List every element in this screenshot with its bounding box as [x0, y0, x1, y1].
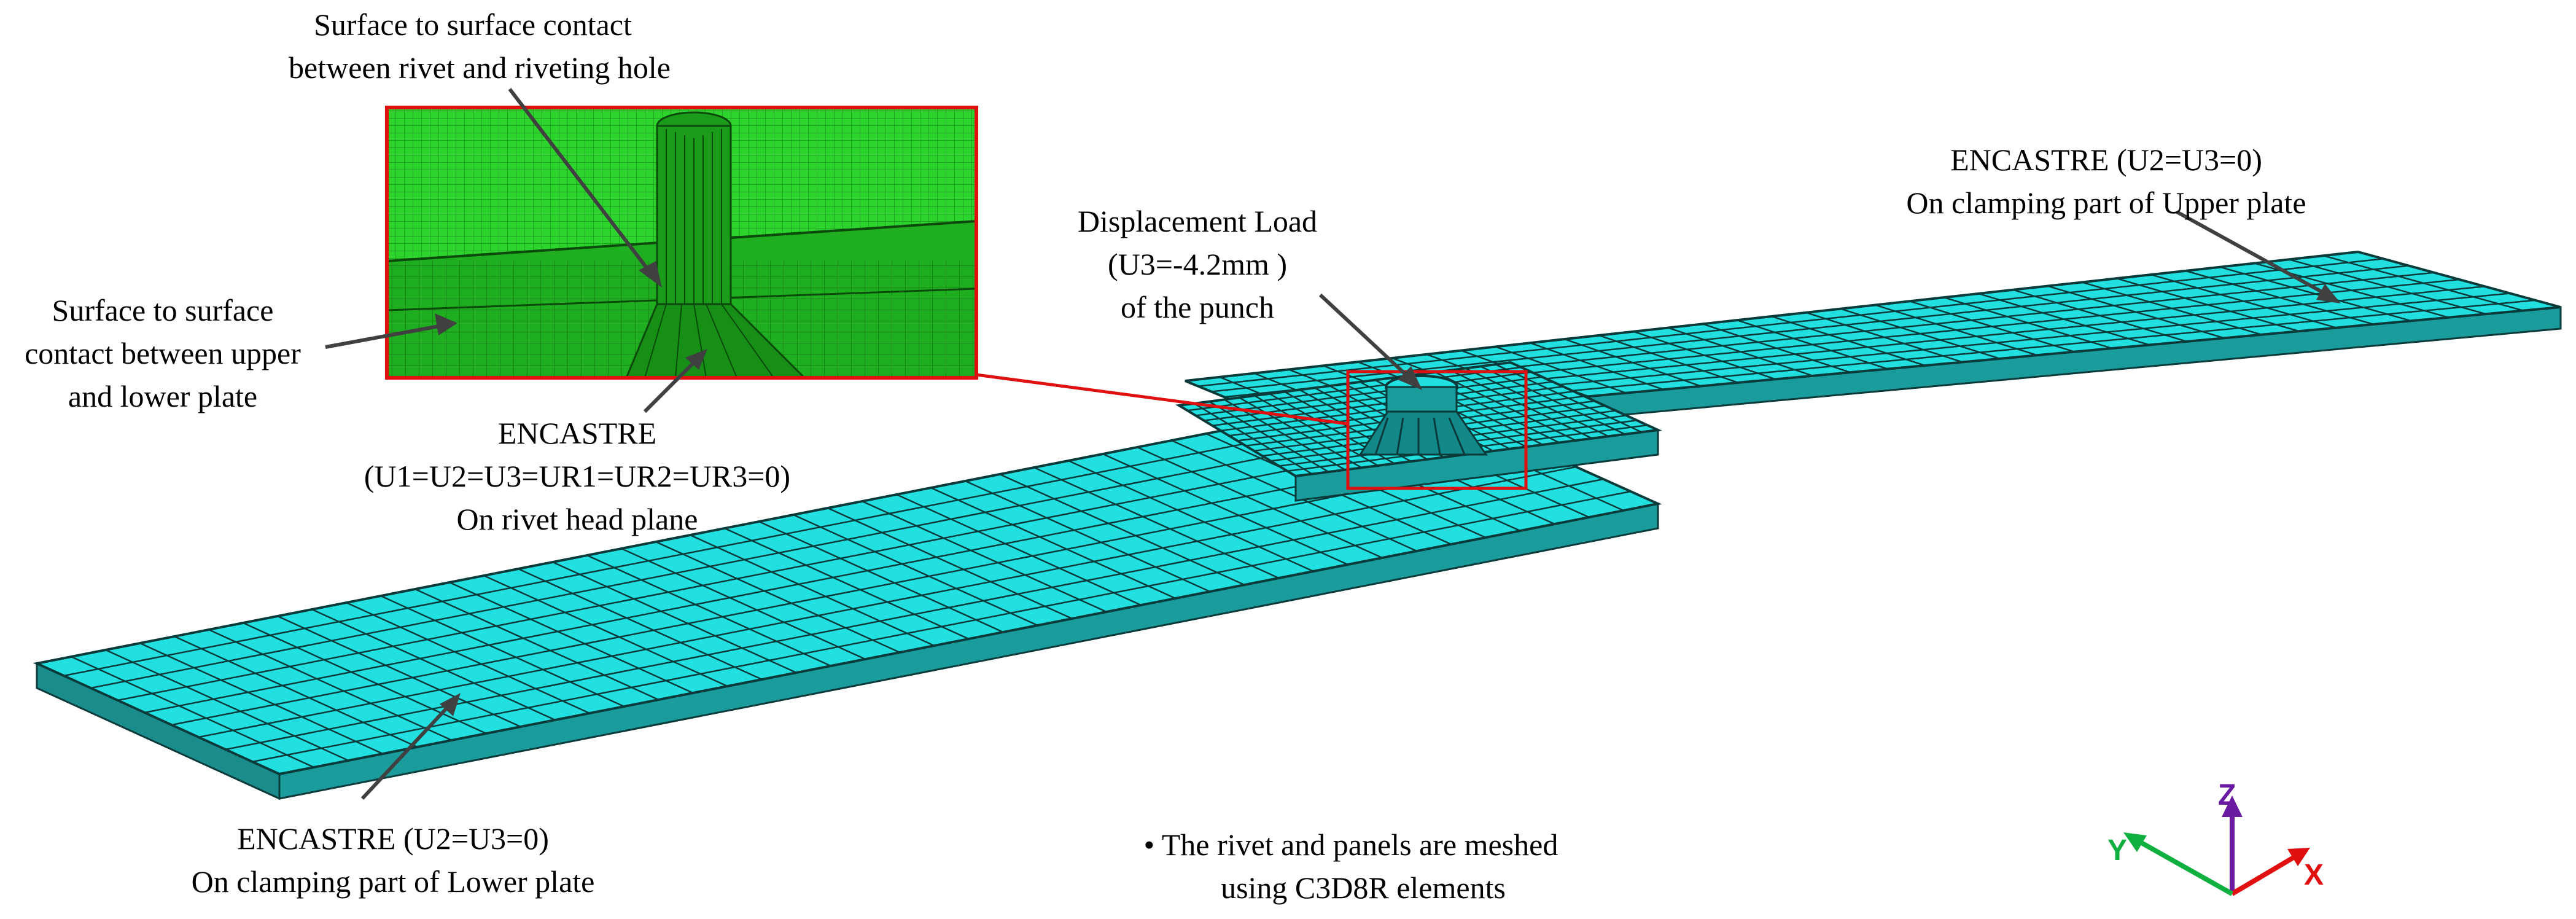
- lower-plate-mesh: [63, 399, 1631, 768]
- mesh-line: [586, 554, 831, 667]
- mesh-line: [552, 561, 797, 674]
- axis-triad: Z X Y: [2107, 779, 2324, 896]
- rivet-contact-label: Surface to surface contact between rivet…: [289, 7, 671, 85]
- mesh-line: [414, 588, 659, 701]
- mesh-line: [174, 635, 418, 748]
- zoom-leader: [976, 373, 1348, 426]
- mesh-line: [311, 608, 556, 721]
- mesh-line: [1187, 366, 1522, 412]
- inset-frame: [385, 106, 978, 380]
- mesh-line: [930, 487, 1176, 600]
- mesh-line: [827, 507, 1073, 620]
- mesh-line: [243, 622, 487, 735]
- mesh-line: [380, 595, 625, 708]
- mesh-line: [171, 453, 1549, 726]
- mesh-line: [449, 581, 694, 694]
- mesh-line: [1137, 446, 1383, 559]
- mesh-line: [655, 541, 900, 654]
- mesh-line: [1195, 371, 1532, 416]
- mesh-line: [71, 655, 314, 768]
- zoom-box: [1346, 370, 1528, 490]
- mesh-line: [1171, 439, 1417, 552]
- displacement-label: Displacement Load (U3=-4.2mm ) of the pu…: [1077, 204, 1318, 324]
- leader-arrows: [325, 88, 2341, 800]
- mesh-line: [105, 649, 349, 762]
- mesh-line: [999, 473, 1245, 586]
- axis-z-label: Z: [2218, 779, 2236, 811]
- mesh-line: [896, 493, 1142, 606]
- mesh-line: [208, 628, 453, 741]
- mesh-line: [862, 500, 1107, 613]
- mesh-line: [117, 429, 1495, 702]
- mesh-line: [621, 547, 866, 660]
- mesh-line: [483, 574, 728, 687]
- mesh-line: [1102, 453, 1348, 566]
- mesh-line: [139, 642, 383, 755]
- encastre-head-label: ENCASTRE (U1=U2=U3=UR1=UR2=UR3=0) On riv…: [364, 416, 791, 536]
- plate-contact-label: Surface to surface contact between upper…: [25, 293, 301, 413]
- punch: [1358, 375, 1488, 456]
- lower-plate: [33, 391, 1662, 800]
- mesh-line: [90, 416, 1468, 689]
- mesh-line: [346, 601, 590, 714]
- mesh-line: [1033, 466, 1280, 579]
- inset-closeup: [385, 106, 978, 380]
- mesh-line: [1068, 459, 1314, 573]
- mesh-line: [252, 490, 1631, 763]
- mesh-line: [965, 480, 1210, 593]
- axis-x-label: X: [2304, 859, 2324, 891]
- mesh-line: [758, 520, 1004, 633]
- x-axis-line: [2230, 851, 2302, 896]
- mesh-line: [518, 568, 763, 681]
- mesh-note: • The rivet and panels are meshed using …: [1143, 827, 1558, 905]
- y-axis-line: [2133, 836, 2233, 896]
- encastre-upper-label: ENCASTRE (U2=U3=0) On clamping part of U…: [1906, 143, 2306, 220]
- encastre-lower-label: ENCASTRE (U2=U3=0) On clamping part of L…: [191, 821, 595, 899]
- mesh-line: [1212, 381, 1553, 427]
- mesh-line: [724, 527, 970, 640]
- axis-y-label: Y: [2107, 834, 2127, 867]
- mesh-line: [144, 441, 1522, 714]
- mesh-line: [198, 466, 1576, 738]
- mesh-line: [793, 514, 1038, 627]
- mesh-line: [63, 404, 1440, 677]
- mesh-line: [277, 615, 521, 728]
- mesh-line: [690, 534, 935, 647]
